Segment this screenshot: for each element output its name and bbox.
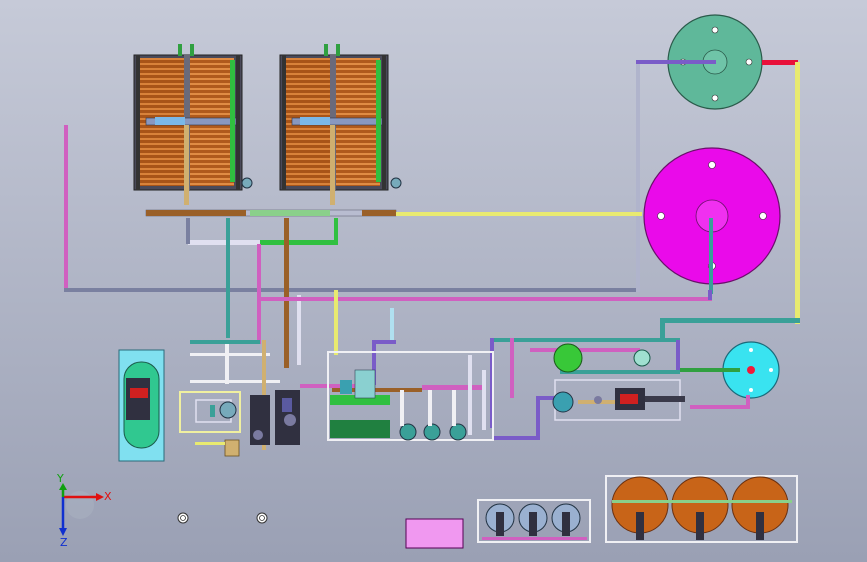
storage-tank-large[interactable]	[643, 147, 781, 294]
drain-pad	[405, 518, 464, 549]
process-skid-central[interactable]	[327, 351, 494, 441]
axis-z-label: Z	[60, 536, 68, 549]
process-skid-right[interactable]	[552, 343, 685, 421]
heat-exchanger-1[interactable]	[133, 44, 253, 205]
anchor-bolt-1	[177, 512, 189, 524]
storage-tank-top[interactable]	[667, 14, 763, 110]
axis-y-label: Y	[56, 472, 64, 485]
air-receiver[interactable]	[118, 349, 165, 462]
axis-x-label: X	[104, 490, 112, 503]
anchor-bolt-2	[256, 512, 268, 524]
heat-exchanger-2[interactable]	[279, 44, 402, 205]
membrane-rack-large[interactable]	[605, 475, 798, 543]
membrane-rack-small[interactable]	[477, 499, 591, 543]
pump-skid-left[interactable]	[179, 390, 300, 457]
coordinate-triad: X Y Z	[56, 472, 112, 549]
